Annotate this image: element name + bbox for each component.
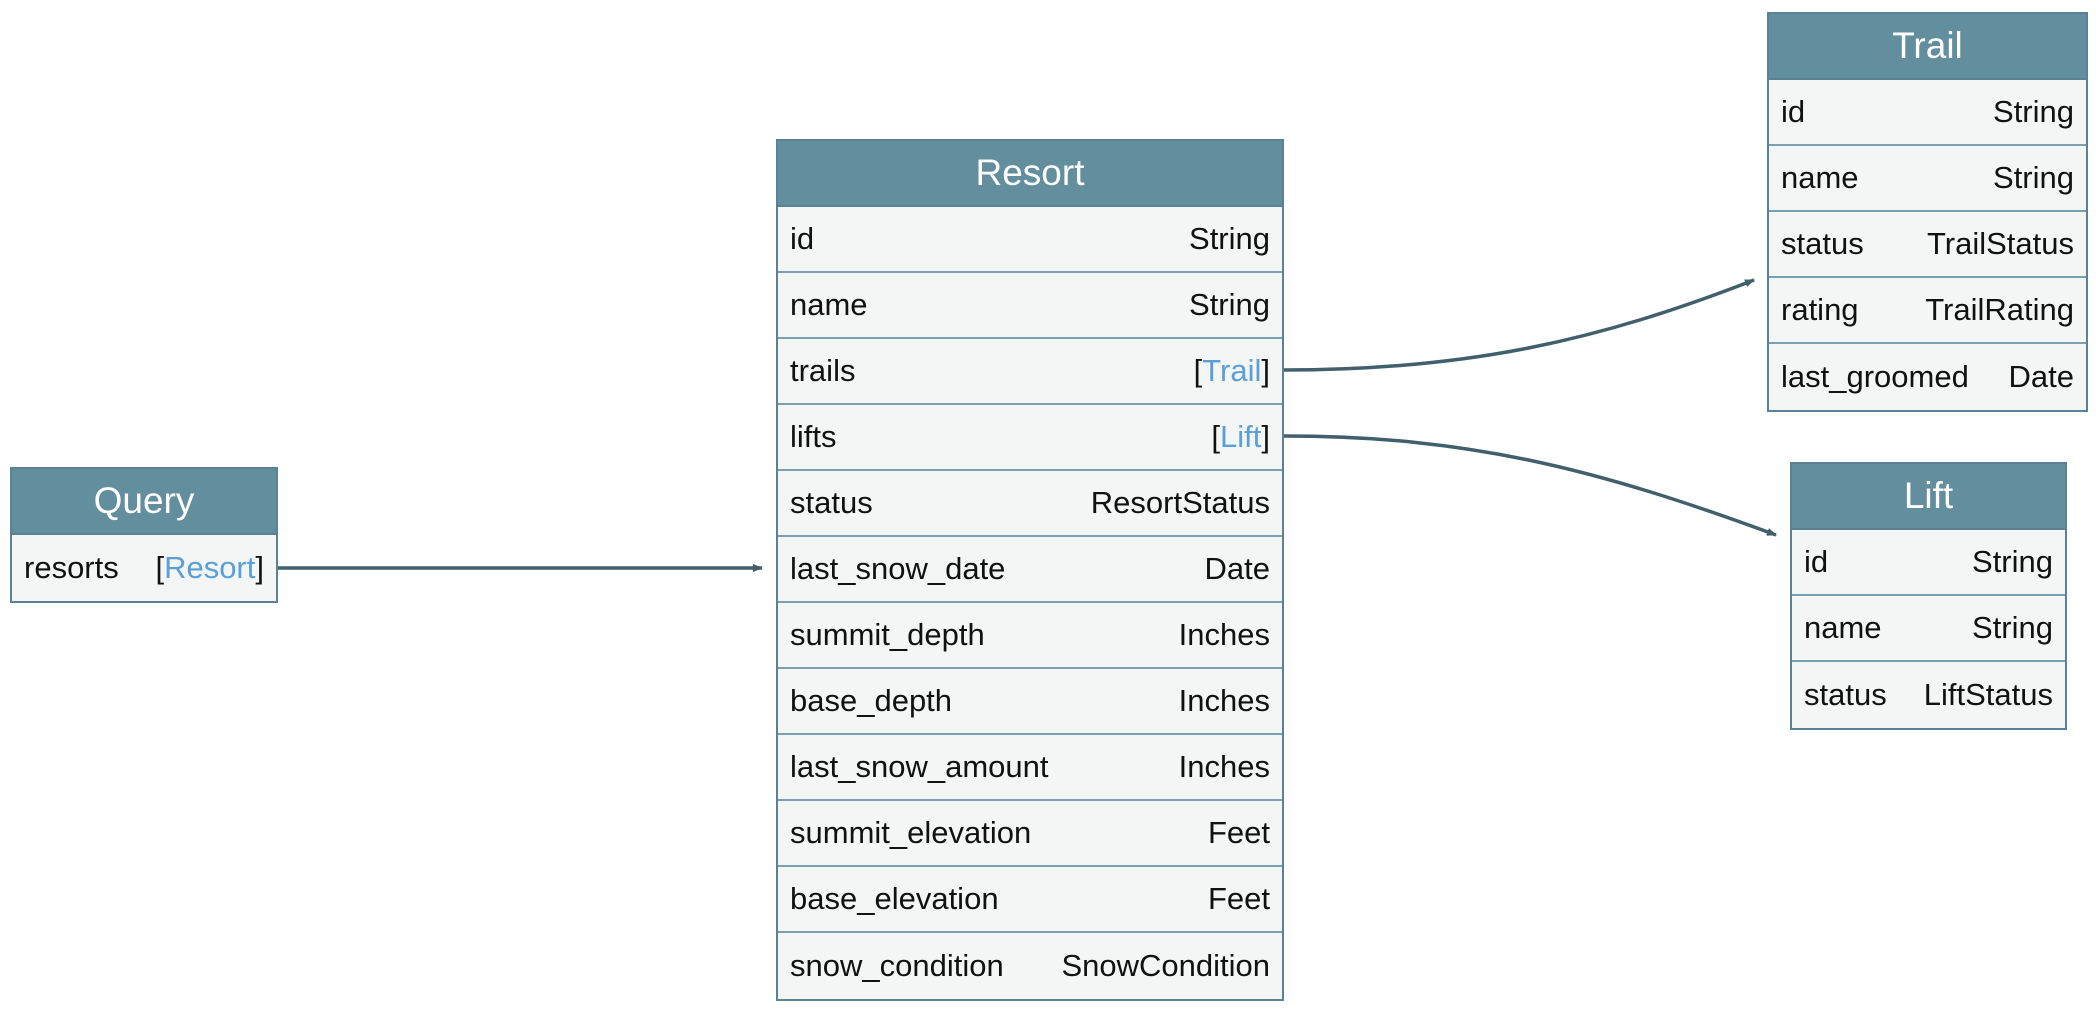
field-row[interactable]: snow_condition SnowCondition [778,933,1282,999]
field-name: last_snow_amount [790,749,1049,784]
edge-resort-trails-to-trail [1283,278,1755,372]
field-name: summit_depth [790,617,985,652]
field-type: Feet [1207,881,1270,916]
field-name: id [1781,94,1806,129]
field-name: snow_condition [790,948,1004,983]
field-name: id [790,221,815,256]
node-resort[interactable]: Resort id String name String trails [Tra… [776,139,1284,1001]
field-type: [Lift] [1211,419,1270,454]
type-link[interactable]: Lift [1220,419,1262,454]
node-query-header: Query [12,469,276,535]
field-type: [Resort] [155,550,264,585]
field-row[interactable]: lifts [Lift] [778,405,1282,471]
field-row[interactable]: id String [1769,80,2086,146]
field-row[interactable]: resorts [Resort] [12,535,276,601]
field-row[interactable]: status LiftStatus [1792,662,2065,728]
field-name: base_depth [790,683,953,718]
field-row[interactable]: base_elevation Feet [778,867,1282,933]
field-row[interactable]: status ResortStatus [778,471,1282,537]
field-type: Inches [1178,749,1270,784]
field-type: SnowCondition [1061,948,1270,983]
field-row[interactable]: summit_depth Inches [778,603,1282,669]
field-row[interactable]: status TrailStatus [1769,212,2086,278]
field-row[interactable]: last_groomed Date [1769,344,2086,410]
field-row[interactable]: name String [1792,596,2065,662]
edge-resort-lifts-to-lift [1283,434,1777,537]
field-type: Feet [1207,815,1270,850]
field-type: String [1993,160,2074,195]
field-name: name [1781,160,1859,195]
field-name: resorts [24,550,119,585]
field-row[interactable]: name String [778,273,1282,339]
field-row[interactable]: id String [778,207,1282,273]
field-row[interactable]: rating TrailRating [1769,278,2086,344]
field-name: summit_elevation [790,815,1032,850]
field-type: Inches [1178,683,1270,718]
field-name: status [1781,226,1864,261]
field-type: String [1189,221,1270,256]
field-name: status [790,485,873,520]
field-type: ResortStatus [1090,485,1270,520]
field-row[interactable]: base_depth Inches [778,669,1282,735]
type-link[interactable]: Trail [1202,353,1262,388]
field-type: LiftStatus [1923,677,2053,712]
field-type: String [1972,610,2053,645]
field-name: status [1804,677,1887,712]
field-name: lifts [790,419,837,454]
field-name: last_groomed [1781,359,1969,394]
field-row[interactable]: id String [1792,530,2065,596]
field-type: TrailRating [1925,292,2074,327]
field-type: [Trail] [1193,353,1270,388]
node-lift[interactable]: Lift id String name String status LiftSt… [1790,462,2067,730]
field-name: name [790,287,868,322]
field-row[interactable]: trails [Trail] [778,339,1282,405]
field-type: TrailStatus [1926,226,2074,261]
field-type: String [1993,94,2074,129]
field-name: id [1804,544,1829,579]
field-name: rating [1781,292,1859,327]
field-name: last_snow_date [790,551,1006,586]
node-lift-header: Lift [1792,464,2065,530]
node-resort-header: Resort [778,141,1282,207]
field-type: Inches [1178,617,1270,652]
node-trail-header: Trail [1769,14,2086,80]
field-row[interactable]: summit_elevation Feet [778,801,1282,867]
field-row[interactable]: last_snow_amount Inches [778,735,1282,801]
field-row[interactable]: last_snow_date Date [778,537,1282,603]
type-link[interactable]: Resort [164,550,256,585]
field-name: trails [790,353,856,388]
field-name: base_elevation [790,881,999,916]
node-query[interactable]: Query resorts [Resort] [10,467,278,603]
field-name: name [1804,610,1882,645]
field-type: Date [1204,551,1270,586]
field-row[interactable]: name String [1769,146,2086,212]
field-type: String [1972,544,2053,579]
field-type: Date [2008,359,2074,394]
node-trail[interactable]: Trail id String name String status Trail… [1767,12,2088,412]
field-type: String [1189,287,1270,322]
